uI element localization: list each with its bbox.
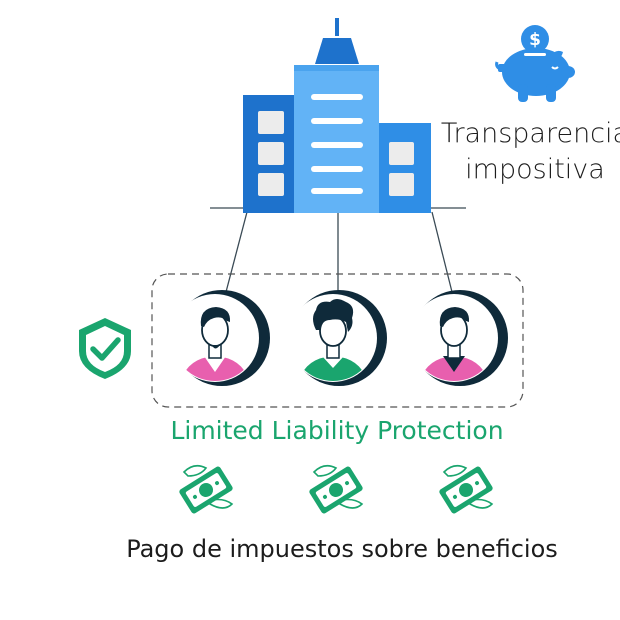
connector-lines	[210, 207, 466, 293]
flying-money-icon	[439, 464, 494, 514]
person-avatar-icon	[289, 290, 387, 386]
flying-money-icon	[309, 464, 364, 514]
office-building-icon	[243, 18, 431, 213]
tax-transparency-line2: impositiva	[465, 154, 605, 185]
piggy-bank-dollar-icon: $	[495, 25, 575, 102]
svg-text:$: $	[529, 30, 541, 50]
flying-money-icon	[179, 464, 234, 514]
person-avatar-icon	[171, 290, 270, 386]
tax-transparency-label: Transparencia impositiva	[440, 116, 620, 188]
person-avatar-icon	[410, 290, 508, 386]
tax-transparency-line1: Transparencia	[440, 118, 620, 149]
shield-check-icon	[79, 318, 131, 379]
profit-tax-label: Pago de impuestos sobre beneficios	[126, 535, 558, 563]
limited-liability-label: Limited Liability Protection	[170, 416, 504, 445]
owners-group-box	[151, 273, 524, 408]
connector-left	[225, 211, 248, 293]
connector-right	[431, 211, 453, 293]
